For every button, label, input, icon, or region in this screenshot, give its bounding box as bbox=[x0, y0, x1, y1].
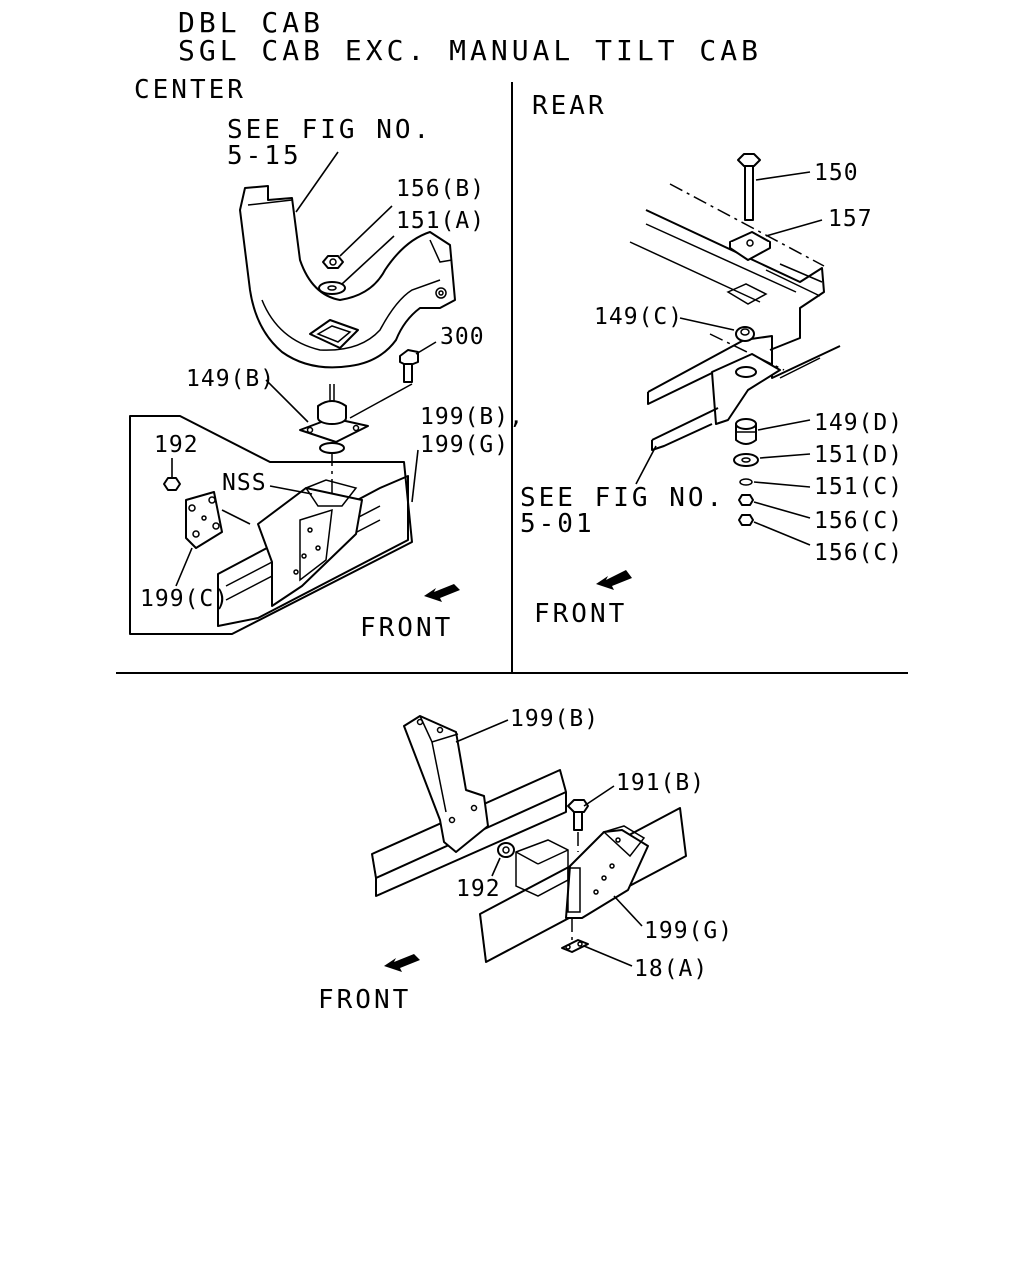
rear-panel: REAR bbox=[520, 91, 903, 629]
rear-see-fig-line-1: SEE FIG NO. bbox=[520, 483, 725, 513]
label-151d: 151(D) bbox=[814, 442, 903, 468]
center-see-fig-line-2: 5-15 bbox=[227, 141, 302, 171]
lower-front-arrow-icon bbox=[384, 954, 420, 972]
bolt-150-drawing bbox=[737, 153, 811, 221]
rear-body-frame-drawing bbox=[629, 183, 825, 371]
mount-149c-drawing bbox=[679, 317, 755, 342]
label-151c: 151(C) bbox=[814, 474, 903, 500]
label-199g-lower: 199(G) bbox=[644, 918, 733, 944]
plate-157-drawing bbox=[729, 219, 823, 261]
bracket-199g-drawing bbox=[565, 825, 649, 927]
center-front-arrow-icon bbox=[424, 584, 460, 602]
center-front-label: FRONT bbox=[360, 613, 453, 643]
label-nss: NSS bbox=[222, 470, 267, 496]
label-149c: 149(C) bbox=[594, 304, 683, 330]
label-156c-lower: 156(C) bbox=[814, 540, 903, 566]
mount-149d-drawing bbox=[735, 418, 811, 445]
washer-151a-drawing bbox=[318, 235, 395, 295]
label-150: 150 bbox=[814, 160, 859, 186]
label-199bg-line-1: 199(B), bbox=[420, 404, 524, 430]
bolt-191b-drawing bbox=[567, 785, 615, 852]
label-156c-upper: 156(C) bbox=[814, 508, 903, 534]
label-151a: 151(A) bbox=[396, 208, 485, 234]
label-199b-lower: 199(B) bbox=[510, 706, 599, 732]
label-191b: 191(B) bbox=[616, 770, 705, 796]
washer-151d-drawing bbox=[733, 453, 811, 467]
lower-front-label: FRONT bbox=[318, 985, 411, 1015]
bracket-199bg-leader bbox=[411, 449, 419, 503]
frame-rail-drawing bbox=[217, 475, 409, 627]
label-149d: 149(D) bbox=[814, 410, 903, 436]
washer-151c-drawing bbox=[739, 478, 811, 488]
lower-left-rail-drawing bbox=[371, 769, 567, 897]
center-panel: CENTER SEE FIG NO. 5-15 bbox=[129, 75, 524, 643]
label-18a: 18(A) bbox=[634, 956, 708, 982]
header-line-2: SGL CAB EXC. MANUAL TILT CAB bbox=[178, 34, 762, 67]
bolt-300-drawing bbox=[399, 341, 437, 383]
lower-panel: 199(B) 191(B) 192 199(G) 18(A) FRONT bbox=[318, 706, 733, 1015]
label-199bg-line-2: 199(G) bbox=[420, 432, 509, 458]
rear-front-label: FRONT bbox=[534, 599, 627, 629]
nss-leader bbox=[269, 485, 313, 495]
nut-192-drawing bbox=[163, 458, 181, 491]
label-192-center: 192 bbox=[154, 432, 199, 458]
nut-192-lower-drawing bbox=[491, 842, 515, 877]
center-see-fig-line-1: SEE FIG NO. bbox=[227, 115, 432, 145]
bracket-199b-drawing bbox=[403, 715, 509, 853]
cab-crossmember-drawing bbox=[239, 151, 456, 369]
nut-156b-drawing bbox=[322, 205, 393, 269]
rear-see-fig-line-2: 5-01 bbox=[520, 509, 595, 539]
nut-156c-upper-drawing bbox=[738, 494, 811, 519]
nut-156c-lower-drawing bbox=[738, 514, 811, 546]
label-192-lower: 192 bbox=[456, 876, 501, 902]
rear-title: REAR bbox=[532, 91, 607, 121]
label-199c: 199(C) bbox=[140, 586, 229, 612]
plate-18a-drawing bbox=[561, 918, 633, 967]
mount-149b-drawing bbox=[265, 379, 413, 498]
label-300: 300 bbox=[440, 324, 485, 350]
label-156b: 156(B) bbox=[396, 176, 485, 202]
center-title: CENTER bbox=[134, 75, 246, 105]
label-149b: 149(B) bbox=[186, 366, 275, 392]
rear-frame-rail-drawing bbox=[635, 335, 841, 485]
label-157: 157 bbox=[828, 206, 873, 232]
header-line-1: DBL CAB bbox=[178, 6, 324, 39]
rear-front-arrow-icon bbox=[596, 570, 632, 590]
plate-199c-drawing bbox=[175, 491, 251, 587]
